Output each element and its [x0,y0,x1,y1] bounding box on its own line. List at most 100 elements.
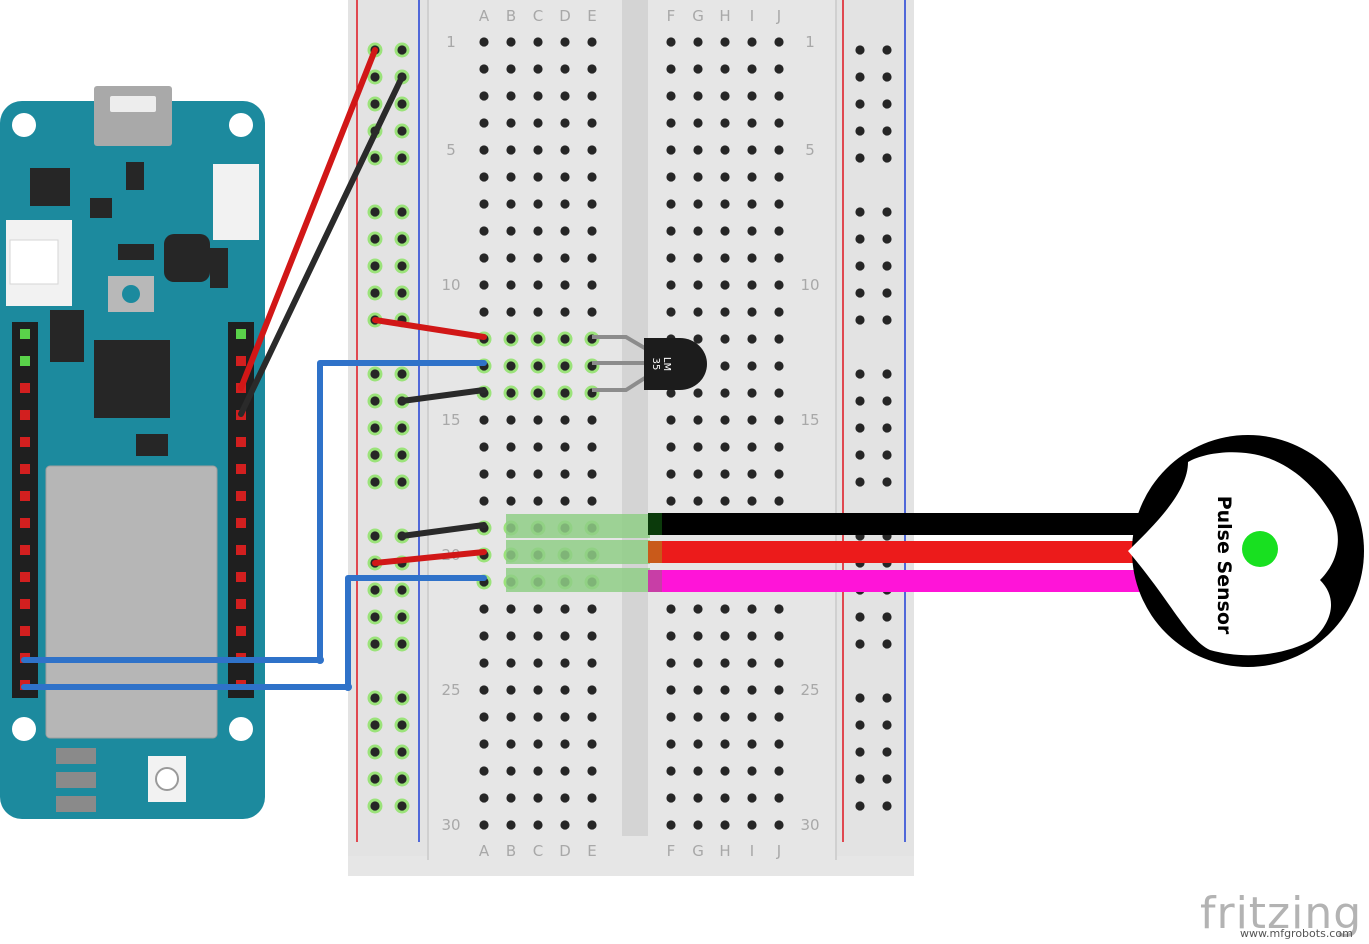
breadboard-hole [693,496,703,506]
breadboard-hole [774,415,784,425]
breadboard-hole [560,307,570,317]
breadboard-hole [587,739,597,749]
breadboard-hole [506,793,516,803]
wire-end [316,656,324,664]
column-label: I [750,7,754,25]
breadboard-hole [560,415,570,425]
breadboard-hole [533,766,543,776]
breadboard-hole [666,496,676,506]
breadboard-hole [666,658,676,668]
header-pin [20,572,30,582]
wire-black-ground [238,74,405,417]
breadboard-hole [533,442,543,452]
breadboard-hole [693,793,703,803]
mount-hole-top-right [229,113,253,137]
breadboard-hole [666,739,676,749]
breadboard-hole [587,415,597,425]
breadboard-hole [747,334,757,344]
breadboard-hole [855,153,865,163]
column-label: H [719,7,730,25]
breadboard-hole [370,207,380,217]
breadboard-hole [533,91,543,101]
breadboard-hole [587,658,597,668]
breadboard-hole [747,307,757,317]
breadboard-hole [855,612,865,622]
reset-button[interactable] [122,285,140,303]
row-label: 5 [805,141,815,159]
breadboard-hole [560,91,570,101]
breadboard-hole [747,199,757,209]
pulse-connector-1 [506,514,650,538]
breadboard-hole [720,253,730,263]
breadboard-hole [533,793,543,803]
lm35-lead-1 [592,335,650,352]
breadboard-hole [397,585,407,595]
breadboard-hole [774,442,784,452]
breadboard-hole [693,334,703,344]
breadboard-hole [693,199,703,209]
column-label: B [506,7,516,25]
breadboard-hole [666,685,676,695]
breadboard-hole [587,793,597,803]
breadboard-hole [720,145,730,155]
column-label: C [533,7,543,25]
breadboard-hole [479,64,489,74]
breadboard-hole [693,442,703,452]
breadboard-hole [560,496,570,506]
breadboard-hole [479,604,489,614]
breadboard-hole [666,253,676,263]
breadboard-hole [506,766,516,776]
breadboard-hole [506,631,516,641]
breadboard-hole [479,415,489,425]
header-pin [20,491,30,501]
breadboard-labels: AABBCCDDEEFFGGHHIIJJ11551010151520202525… [441,7,819,860]
breadboard-hole [882,477,892,487]
breadboard-hole [666,793,676,803]
row-label: 25 [800,681,819,699]
breadboard-hole [774,145,784,155]
row-label: 15 [800,411,819,429]
breadboard-hole [666,820,676,830]
breadboard-hole [774,739,784,749]
breadboard-hole [506,253,516,263]
header-pin [20,599,30,609]
breadboard-hole [397,612,407,622]
breadboard-hole [666,172,676,182]
breadboard-hole [666,64,676,74]
breadboard-hole [533,685,543,695]
breadboard-hole [693,415,703,425]
breadboard-hole [747,226,757,236]
breadboard-hole [855,369,865,379]
breadboard-hole [370,72,380,82]
breadboard-hole [370,612,380,622]
breadboard-hole [774,658,784,668]
breadboard-hole [855,774,865,784]
breadboard-hole [855,450,865,460]
breadboard-hole [479,685,489,695]
breadboard-hole [774,712,784,722]
breadboard-hole [693,37,703,47]
breadboard-hole [533,658,543,668]
column-label: D [559,842,571,860]
breadboard-hole [587,118,597,128]
breadboard-hole [587,64,597,74]
breadboard-hole [855,693,865,703]
breadboard-hole [720,118,730,128]
breadboard-hole [882,612,892,622]
breadboard-hole [479,37,489,47]
breadboard-hole [666,307,676,317]
ic-chip-c [50,310,84,362]
row-label: 1 [805,33,815,51]
breadboard-hole [882,801,892,811]
breadboard-hole [479,253,489,263]
jst-connector [213,164,259,240]
breadboard-hole [560,793,570,803]
breadboard-hole [882,747,892,757]
column-label: G [692,842,704,860]
breadboard-hole [479,199,489,209]
breadboard-hole [560,712,570,722]
breadboard-hole [587,496,597,506]
breadboard-hole [666,91,676,101]
header-pin [236,437,246,447]
breadboard-hole [882,261,892,271]
